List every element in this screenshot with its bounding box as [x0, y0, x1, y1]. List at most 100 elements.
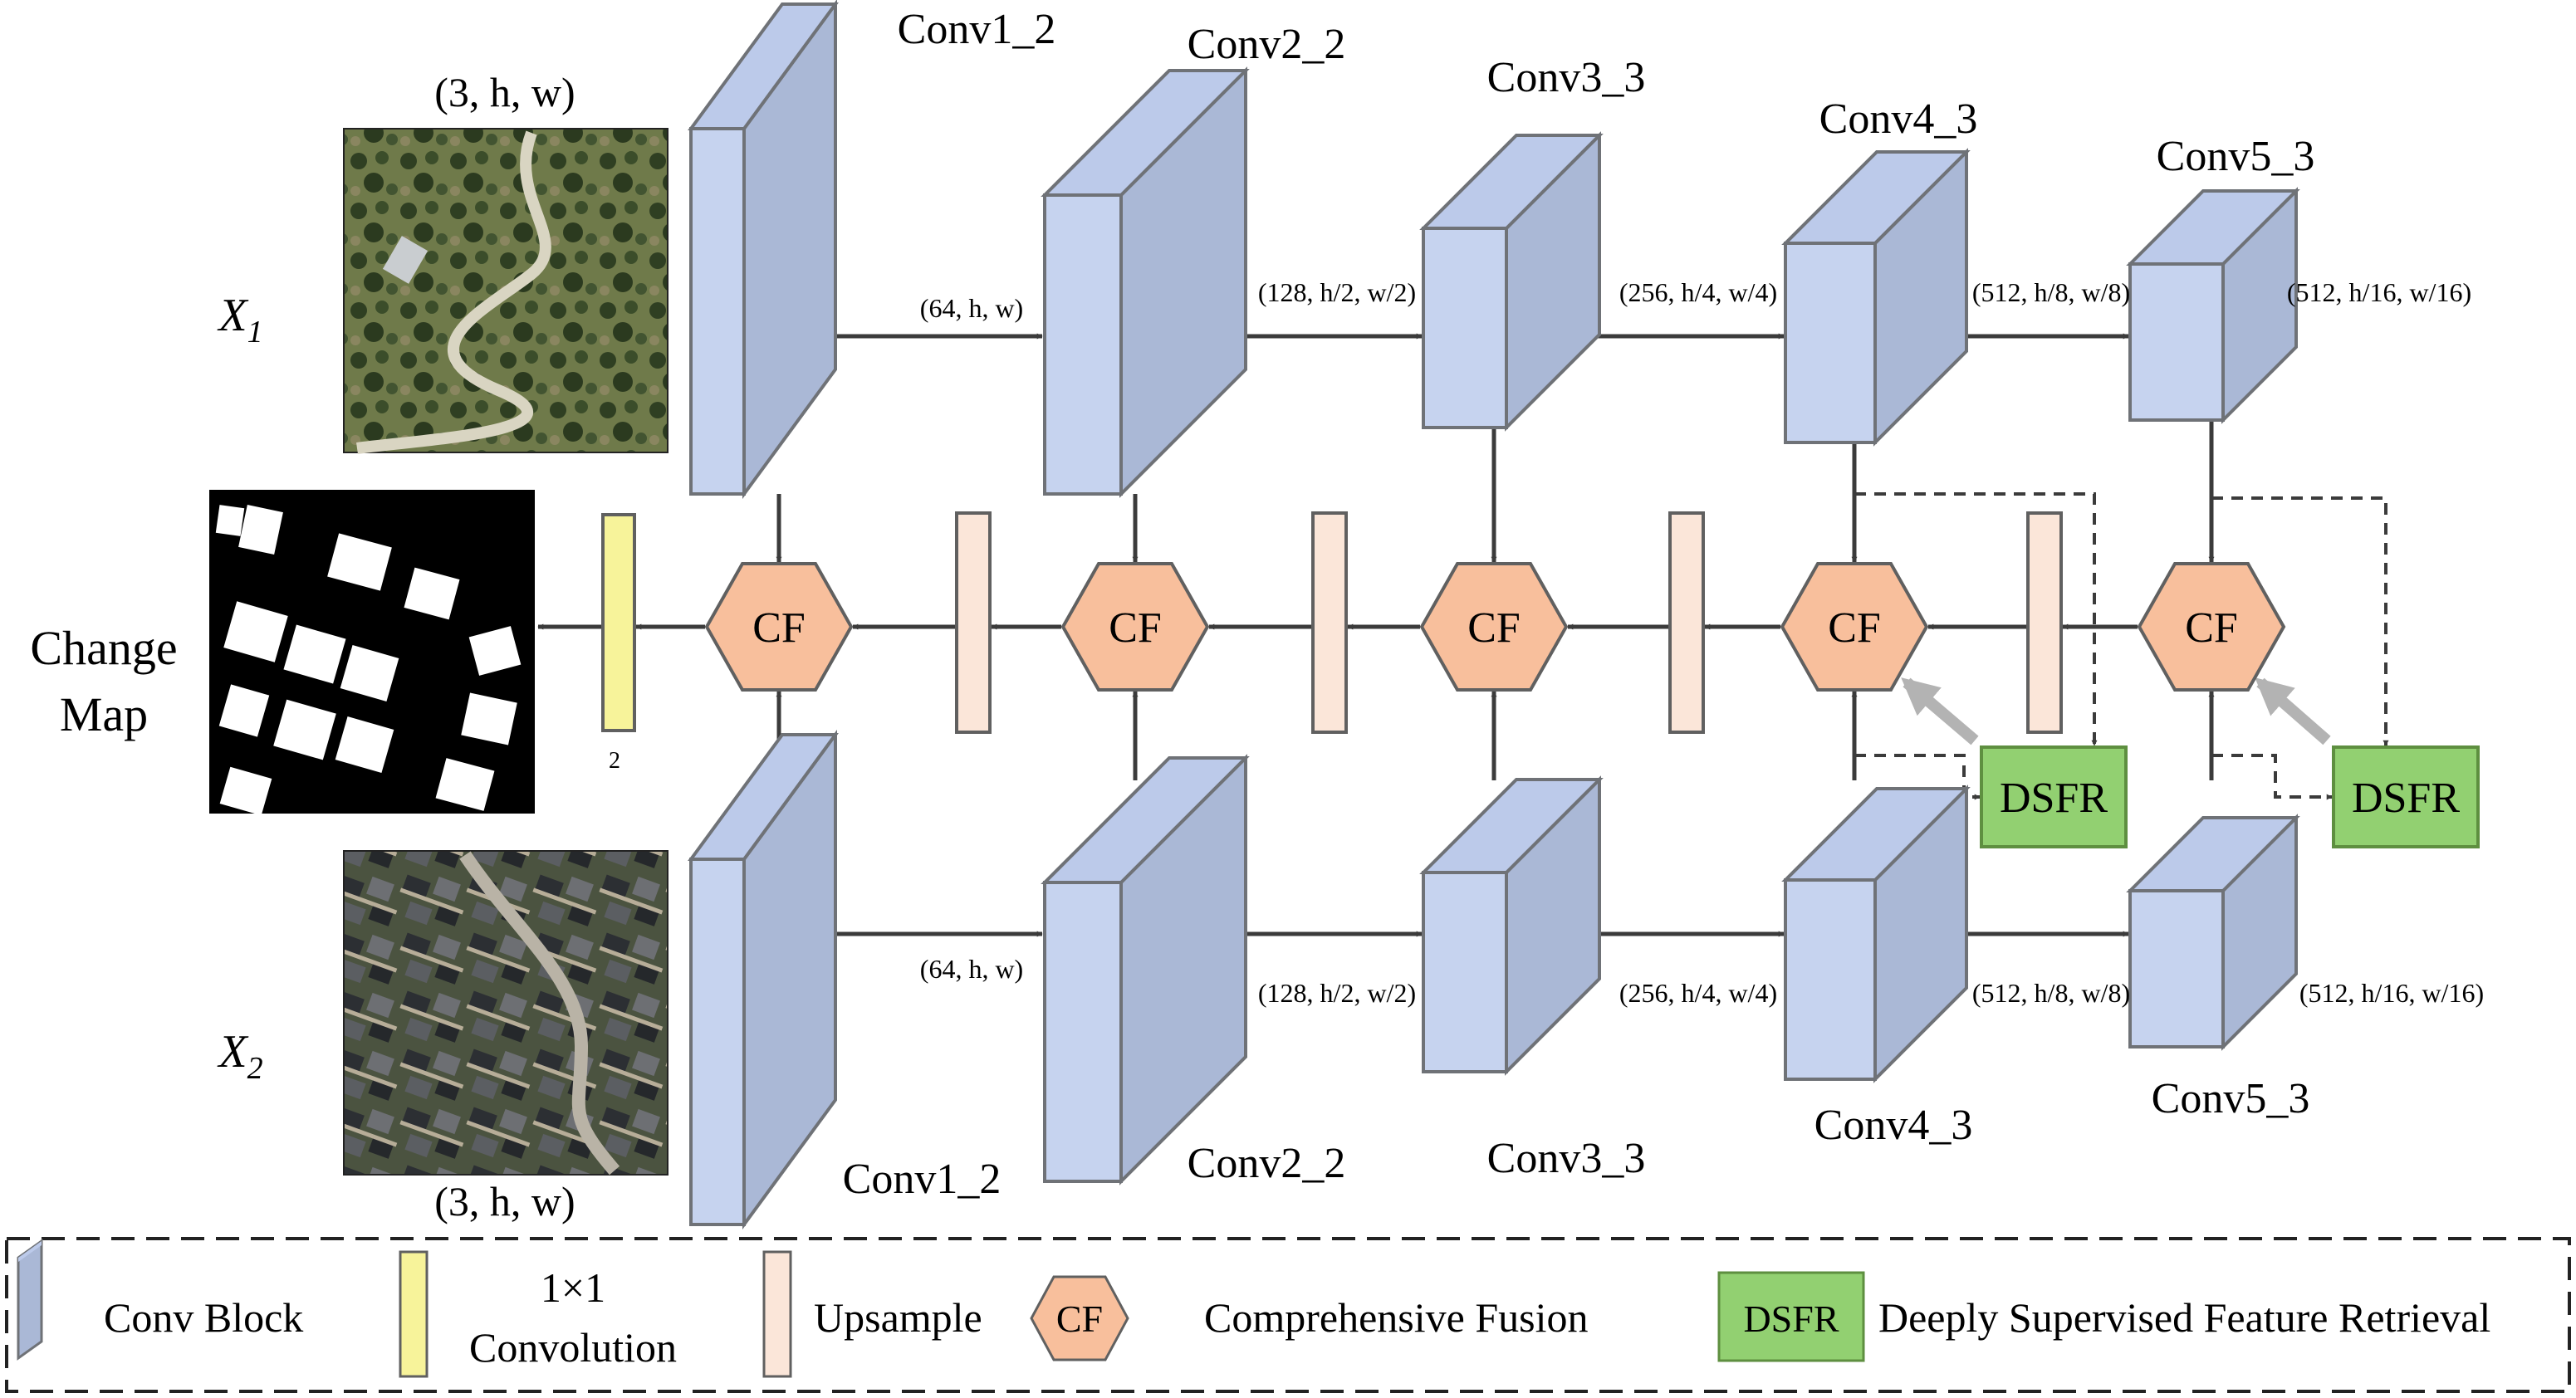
bottom-conv5-block — [2126, 814, 2300, 1051]
top-conv2-label: Conv2_2 — [1188, 21, 1346, 68]
change-map-image — [209, 490, 535, 816]
dsfr-node-2: DSFR — [2332, 745, 2480, 848]
cf-node-label: CF — [2185, 604, 2238, 652]
input-image-x1 — [343, 128, 668, 454]
top-conv4-label: Conv4_3 — [1819, 95, 1978, 143]
top-conv3-label: Conv3_3 — [1487, 54, 1646, 101]
dsfr-node-label: DSFR — [2352, 775, 2460, 822]
cf-hexagon-1 — [704, 562, 854, 692]
upsample-bar-1 — [955, 511, 992, 734]
cf-node-3: CF — [1419, 562, 1569, 692]
dsfr1-dash-from-top — [1854, 492, 2098, 746]
legend-conv-block-icon — [17, 1239, 43, 1361]
bottom-conv2-block-front — [1043, 881, 1123, 1183]
bottom-conv5-label: Conv5_3 — [2152, 1075, 2310, 1122]
legend-cf-icon-label: CF — [1056, 1298, 1103, 1340]
cf-hexagon-5 — [2137, 562, 2286, 692]
upsample-bar-3 — [1668, 511, 1705, 734]
legend-upsample-label: Upsample — [814, 1294, 982, 1341]
legend: Conv Block 1×1 Convolution Upsample CF C… — [5, 1237, 2571, 1393]
legend-dsfr-icon-label: DSFR — [1743, 1298, 1839, 1340]
top-conv1-label: Conv1_2 — [898, 6, 1056, 53]
bottom-conv2-label: Conv2_2 — [1188, 1140, 1346, 1187]
top-conv3-shape: (256, h/4, w/4) — [1619, 277, 1777, 307]
cf-hexagon-4 — [1780, 562, 1929, 692]
conv1x1-channels-label: 2 — [609, 748, 620, 774]
top-conv5-shape: (512, h/16, w/16) — [2287, 277, 2471, 307]
change-map-label-line1: Change — [30, 621, 177, 675]
legend-upsample-icon — [762, 1250, 792, 1378]
top-conv5-label: Conv5_3 — [2157, 133, 2315, 180]
legend-conv1x1-line1: 1×1 — [541, 1264, 605, 1311]
input-image-x2 — [343, 850, 668, 1176]
cf-node-label: CF — [1828, 604, 1881, 652]
bottom-conv4-label: Conv4_3 — [1814, 1102, 1973, 1149]
top-conv4-block — [1781, 148, 1971, 447]
dsfr-node-1: DSFR — [1980, 745, 2128, 848]
upsample-bar-2 — [1311, 511, 1348, 734]
legend-cf-label: Comprehensive Fusion — [1204, 1294, 1588, 1341]
top-conv1-shape: (64, h, w) — [920, 293, 1023, 323]
bottom-conv4-block-front — [1784, 878, 1877, 1081]
bottom-conv5-block-front — [2128, 889, 2225, 1048]
x1-label: X1 — [217, 290, 262, 350]
cf-node-label: CF — [1467, 604, 1521, 652]
top-conv3-block-front — [1422, 227, 1508, 429]
bottom-conv1-block — [688, 729, 839, 1230]
bottom-conv4-block — [1781, 785, 1971, 1083]
bottom-conv3-shape: (256, h/4, w/4) — [1619, 978, 1777, 1008]
legend-dsfr-label: Deeply Supervised Feature Retrieval — [1878, 1294, 2490, 1341]
top-conv4-shape: (512, h/8, w/8) — [1972, 277, 2130, 307]
cf-hexagon-2 — [1060, 562, 1210, 692]
x2-shape-label: (3, h, w) — [434, 1178, 575, 1224]
legend-conv-block-label: Conv Block — [104, 1294, 303, 1341]
change-map-label-line2: Map — [60, 687, 148, 741]
top-conv3-block — [1419, 131, 1604, 432]
dsfr1-dash-from-bottom — [1854, 754, 1981, 800]
bottom-conv2-shape: (128, h/2, w/2) — [1258, 978, 1416, 1008]
conv1x1-bar — [601, 513, 636, 732]
bottom-conv1-block-front — [689, 858, 746, 1226]
dsfr2-feedback-arrow — [2255, 677, 2331, 745]
cf-hexagon-3 — [1419, 562, 1569, 692]
dsfr-box-1 — [1980, 745, 2128, 848]
bottom-conv1-shape: (64, h, w) — [920, 954, 1023, 984]
legend-frame — [5, 1237, 2571, 1393]
cf-node-5: CF — [2137, 562, 2286, 692]
cf-node-label: CF — [1109, 604, 1162, 652]
bottom-conv3-block-front — [1422, 871, 1508, 1073]
bottom-conv4-shape: (512, h/8, w/8) — [1972, 978, 2130, 1008]
top-conv4-block-front — [1784, 242, 1877, 444]
top-conv2-block — [1041, 66, 1250, 498]
dsfr2-dash-from-bottom — [2211, 754, 2333, 800]
bottom-conv1-label: Conv1_2 — [843, 1156, 1002, 1203]
cf-node-4: CF — [1780, 562, 1929, 692]
dsfr-node-label: DSFR — [2000, 775, 2108, 822]
top-conv5-block-front — [2128, 262, 2225, 422]
x1-shape-label: (3, h, w) — [434, 69, 575, 115]
top-conv5-block — [2126, 187, 2300, 424]
bottom-conv3-label: Conv3_3 — [1487, 1135, 1646, 1182]
cf-node-2: CF — [1060, 562, 1210, 692]
bottom-conv5-shape: (512, h/16, w/16) — [2299, 978, 2484, 1008]
dsfr1-feedback-arrow — [1901, 677, 1979, 745]
dsfr2-dash-from-top — [2211, 496, 2389, 746]
dsfr-box-2 — [2332, 745, 2480, 848]
legend-cf-icon — [1030, 1275, 1129, 1361]
top-conv1-block-front — [689, 127, 746, 496]
bottom-conv3-block — [1419, 775, 1604, 1076]
top-conv1-block — [688, 0, 839, 500]
bottom-conv2-block — [1041, 754, 1250, 1185]
network-blocks: CF CF CF CF CF DSFR DSFR — [601, 0, 2480, 1230]
cf-node-label: CF — [752, 604, 806, 652]
upsample-bar-4 — [2026, 511, 2063, 734]
legend-conv1x1-icon — [399, 1250, 429, 1378]
cf-node-1: CF — [704, 562, 854, 692]
connections — [537, 333, 2389, 937]
x2-label: X2 — [217, 1026, 262, 1086]
legend-dsfr-icon — [1717, 1271, 1865, 1362]
top-conv2-shape: (128, h/2, w/2) — [1258, 277, 1416, 307]
legend-conv1x1-line2: Convolution — [469, 1324, 677, 1371]
top-conv2-block-front — [1043, 193, 1123, 496]
